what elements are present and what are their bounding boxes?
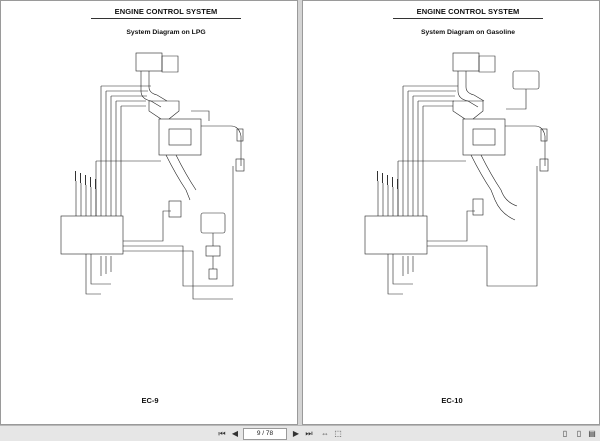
ecu-shape (60, 215, 124, 255)
ecu-shape (364, 215, 428, 255)
page-indicator-input[interactable]: 9 / 78 (243, 428, 287, 440)
document-page-right: ENGINE CONTROL SYSTEM System Diagram on … (302, 0, 600, 425)
single-page-view-icon[interactable]: ▯ (562, 429, 568, 438)
viewer-toolbar: ⏮ ◀ 9 / 78 ▶ ⏭ ⇔ ⬚ ▯ ▯ ▤ (0, 425, 600, 441)
vaporizer-shape (200, 212, 226, 234)
page-subtitle: System Diagram on LPG (126, 29, 206, 36)
fit-width-icon[interactable]: ⇔ (321, 429, 329, 438)
continuous-view-icon[interactable]: ▤ (588, 429, 596, 438)
header-rule (393, 18, 543, 19)
document-page-left: ENGINE CONTROL SYSTEM System Diagram on … (0, 0, 298, 425)
page-subtitle: System Diagram on Gasoline (420, 29, 516, 36)
engine-block-shape (158, 118, 202, 156)
page-number: EC-10 (441, 396, 463, 405)
last-page-icon[interactable]: ⏭ (305, 429, 313, 438)
page-header: ENGINE CONTROL SYSTEM (114, 7, 218, 16)
fuel-tank-shape (512, 70, 540, 90)
next-page-icon[interactable]: ▶ (292, 429, 300, 438)
air-filter-shape (135, 52, 163, 72)
fit-page-icon[interactable]: ⬚ (334, 429, 342, 438)
two-page-view-icon[interactable]: ▯ (576, 429, 582, 438)
page-header: ENGINE CONTROL SYSTEM (416, 7, 520, 16)
first-page-icon[interactable]: ⏮ (218, 429, 226, 438)
engine-block-shape (462, 118, 506, 156)
air-filter-shape (452, 52, 480, 72)
gasoline-system-diagram (364, 52, 549, 295)
header-rule (91, 18, 241, 19)
previous-page-icon[interactable]: ◀ (231, 429, 239, 438)
lpg-system-diagram (60, 52, 245, 300)
page-number: EC-9 (141, 396, 159, 405)
